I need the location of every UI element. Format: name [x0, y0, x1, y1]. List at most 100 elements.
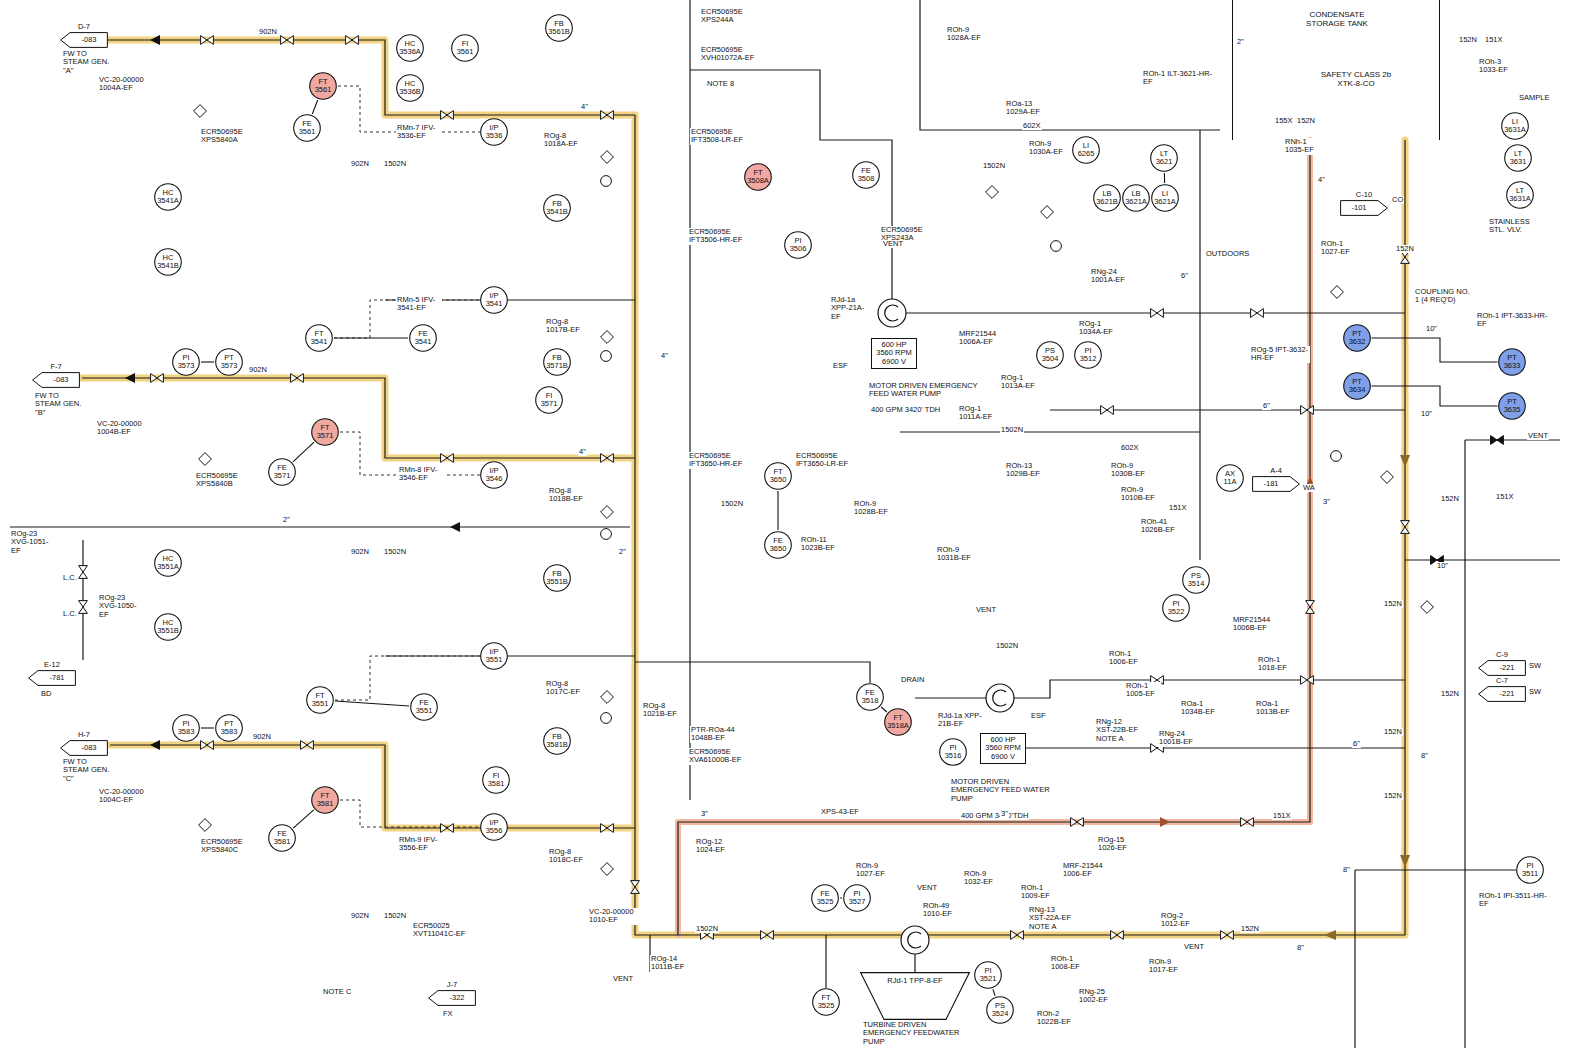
sheet-reference: D-7 — [78, 22, 90, 31]
instrument-tag: FB 3541B — [546, 200, 568, 217]
pipe — [825, 935, 826, 988]
instrument-tag: PT 3573 — [218, 354, 240, 371]
valve-symbol — [79, 601, 88, 614]
pipe-tag: 151X — [1495, 493, 1515, 501]
pipe-tag: ROg-8 1017B-EF — [545, 318, 583, 335]
pipe-tag: VENT — [1183, 943, 1205, 951]
bubble-text: FB 3551B — [546, 570, 568, 587]
pipe-tag: COUPLING NO. 1 (4 REQ'D) — [1414, 288, 1472, 305]
instrument-tag: FT 3541 — [308, 330, 330, 347]
bubble-text: PI 3521 — [977, 967, 999, 984]
instrument-tag: FT 3561 — [312, 78, 334, 95]
valve-symbol — [1241, 818, 1254, 827]
bubble-text: FI 3561 — [454, 40, 476, 57]
instrument-tag: PS 3524 — [989, 1002, 1011, 1019]
pipe-tag: SAMPLE — [1518, 94, 1550, 102]
pipe — [690, 70, 892, 299]
instrument-bubble: PI 3573 — [172, 348, 200, 376]
instrument-tag: PI 3527 — [846, 890, 868, 907]
bubble-circle — [481, 462, 508, 489]
instrument-bubble: PI 3516 — [939, 738, 967, 766]
line-number: -221 — [1499, 686, 1514, 702]
valve-symbol — [1221, 931, 1234, 940]
bubble-text: FE 3518 — [859, 689, 881, 706]
pipe-tag: 3" — [700, 810, 709, 818]
instrument-tag: I/P 3536 — [483, 124, 505, 141]
pipe-tag: 10" — [1436, 562, 1449, 570]
tank-name: CONDENSATE STORAGE TANK — [1299, 10, 1375, 28]
flow-arrow — [125, 373, 135, 383]
instrument-bubble: PT 3634 — [1343, 372, 1371, 400]
pipe-tag: 1502N — [982, 162, 1006, 170]
bubble-circle — [1123, 185, 1150, 212]
pipe-tag: ROh-1 1005-EF — [1125, 682, 1161, 699]
pipe-tag: ROh-11 1023B-EF — [800, 536, 842, 553]
yellow-flow-path — [82, 378, 635, 458]
instrument-tag: I/P 3551 — [483, 648, 505, 665]
offpage-connector: C-10-101 — [1340, 190, 1388, 216]
pipe-tag: ROh-1 1027-EF — [1320, 240, 1356, 257]
pipe-tag: VC-20-00000 1004B-EF — [96, 420, 160, 437]
pipe-tag: VENT — [612, 975, 634, 983]
pipe-tag: 152N — [1383, 600, 1403, 608]
diamond-symbol — [1331, 286, 1344, 299]
pipe-tag: STAINLESS STL. VLV. — [1488, 218, 1538, 235]
instrument-tag: FE 3541 — [412, 330, 434, 347]
pipe-tag: ROh-9 1027-EF — [855, 862, 893, 879]
sheet-reference: J-7 — [447, 980, 457, 989]
pipe-tag: ROg-8 1018B-EF — [548, 487, 586, 504]
valve-symbol — [79, 566, 88, 579]
circle-symbol — [601, 529, 612, 540]
offpage-outline — [1479, 687, 1526, 702]
pipe-tag: ROa-13 1029A-EF — [1005, 100, 1047, 117]
instrument-bubble: FB 3551B — [543, 564, 571, 592]
bubble-circle — [1499, 393, 1526, 420]
motor-rating-box: 600 HP 3560 RPM 6900 V — [871, 338, 917, 369]
diamond-symbol — [1421, 601, 1434, 614]
valve-symbol — [1491, 436, 1504, 445]
bubble-text: HC 3541A — [157, 189, 179, 206]
offpage-outline — [429, 991, 476, 1006]
valve-symbol — [601, 111, 614, 120]
diamond-symbol — [199, 819, 212, 832]
sheet-reference: C-9 — [1496, 650, 1508, 659]
pipe-tag: RNh-1 1035-EF — [1284, 138, 1320, 155]
process-pipes — [10, 0, 1560, 1048]
bubble-text: FI 3581 — [485, 772, 507, 789]
pipe-tag: MRF21544 1006A-EF — [958, 330, 1004, 347]
bubble-circle — [544, 349, 571, 376]
bubble-text: PI 3573 — [175, 354, 197, 371]
pipe — [915, 697, 986, 698]
instrument-tag: PI 3521 — [977, 967, 999, 984]
pipe-tag: ROg-1 1034A-EF — [1078, 320, 1116, 337]
valve-symbol — [1101, 406, 1114, 415]
valve-symbol — [441, 111, 454, 120]
offpage-outline — [1341, 201, 1388, 216]
bubble-text: FT 3571 — [314, 424, 336, 441]
bubble-circle — [1075, 342, 1102, 369]
bubble-text: LI 6265 — [1075, 142, 1097, 159]
yellow-flow-path — [635, 115, 1405, 935]
valve-symbol — [151, 374, 164, 383]
valve-symbol — [761, 931, 774, 940]
rating-text: 600 HP 3560 RPM 6900 V — [874, 341, 914, 366]
instrument-tag: LB 3621A — [1125, 190, 1147, 207]
instrument-connection — [1372, 386, 1498, 406]
valve-symbol — [1071, 818, 1084, 827]
valve-symbol — [441, 824, 454, 833]
bubble-circle — [306, 325, 333, 352]
offpage-connector: C-7-221 — [1478, 676, 1526, 702]
circle-symbol — [1331, 451, 1342, 462]
offpage-connector: E-12-781 — [28, 660, 76, 686]
bubble-text: LB 3621A — [1125, 190, 1147, 207]
bubble-circle — [483, 767, 510, 794]
sheet-reference: C-10 — [1356, 190, 1372, 199]
bubble-text: PI 3511 — [1519, 862, 1541, 879]
bubble-text: LT 3631 — [1507, 150, 1529, 167]
pipe-tag: ROh-9 1010B-EF — [1120, 486, 1158, 503]
pipe-tag: ROh-13 1029B-EF — [1005, 462, 1047, 479]
instrument-bubble: HC 3551B — [154, 613, 182, 641]
diamond-symbol — [601, 863, 614, 876]
instrument-bubble: PI 3512 — [1074, 341, 1102, 369]
